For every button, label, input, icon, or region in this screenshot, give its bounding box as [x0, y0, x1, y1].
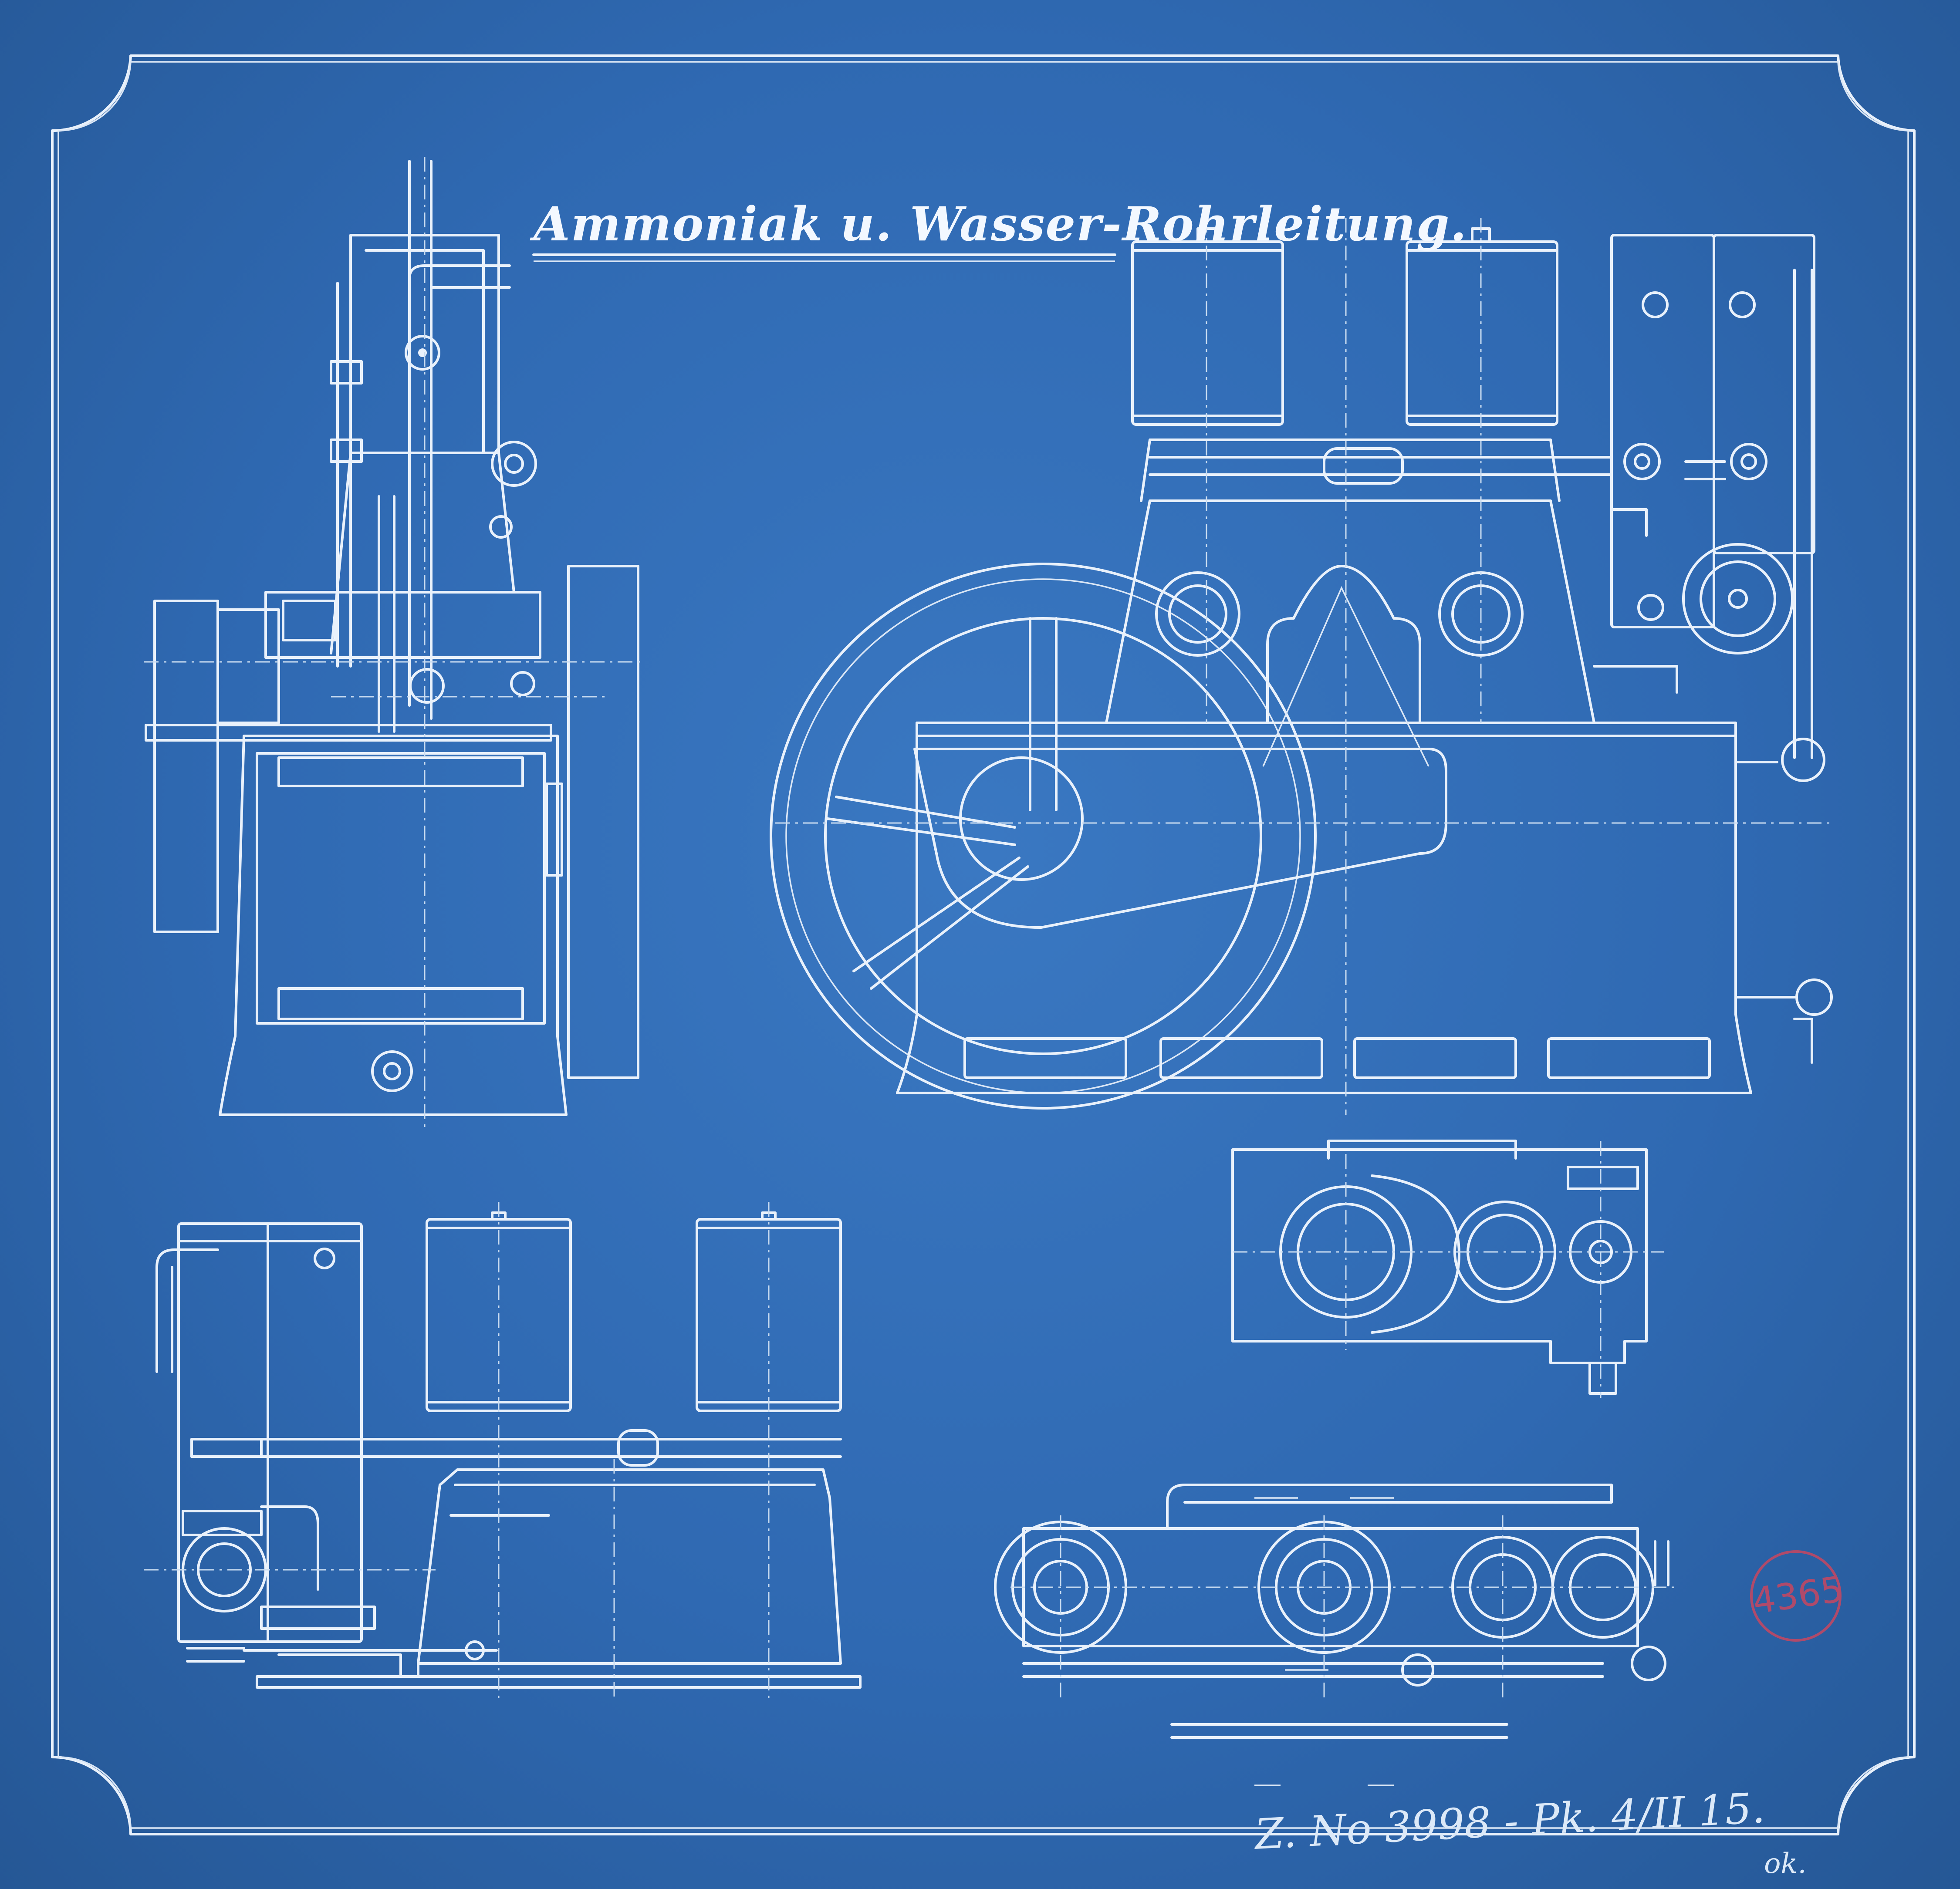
- sheet-border-inner: [57, 61, 1909, 1829]
- front-pipe-main: [408, 160, 433, 720]
- side-cylinder-4: [1713, 234, 1815, 554]
- drafter-initials: ok.: [1764, 1848, 1807, 1880]
- rear-view: [144, 1202, 862, 1698]
- drawing-title: Ammoniak u. Wasser-Rohrleitung.: [534, 197, 1468, 252]
- front-base: [219, 735, 568, 1116]
- section-outline: [1231, 1148, 1648, 1364]
- side-flywheel-outer: [770, 563, 1317, 1110]
- rear-frame: [417, 1468, 842, 1665]
- plan-view: [994, 1484, 1677, 1786]
- side-cylinder-2: [1406, 240, 1558, 426]
- section-view: [1231, 1140, 1664, 1398]
- sheet-border: [51, 54, 1916, 1835]
- front-side-box: [153, 600, 219, 933]
- side-manifold: [1149, 456, 1613, 476]
- front-flywheel: [567, 565, 639, 1079]
- side-cylinder-1: [1131, 240, 1284, 426]
- side-view: [770, 218, 1833, 1115]
- front-view: [144, 157, 645, 1132]
- plan-outline: [1022, 1527, 1639, 1647]
- rear-pump: [182, 1527, 267, 1612]
- front-drain-valve: [371, 1050, 413, 1092]
- side-pump: [1682, 543, 1794, 654]
